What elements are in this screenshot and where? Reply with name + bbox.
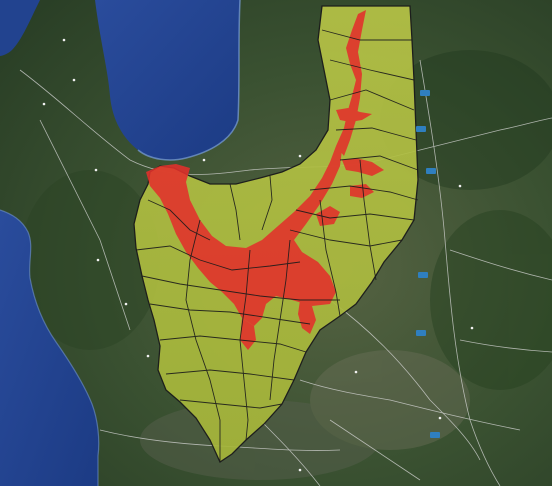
- place-markers: [42, 38, 474, 472]
- highway-shields: [416, 90, 440, 438]
- northwest-water: [0, 0, 40, 56]
- subbasin-boundaries: [135, 29, 419, 462]
- bay-shoreline: [137, 0, 241, 161]
- flood-hazard-area[interactable]: [146, 10, 384, 350]
- bay-water: [95, 0, 240, 160]
- west-coastline: [0, 209, 100, 486]
- west-sea: [0, 210, 99, 486]
